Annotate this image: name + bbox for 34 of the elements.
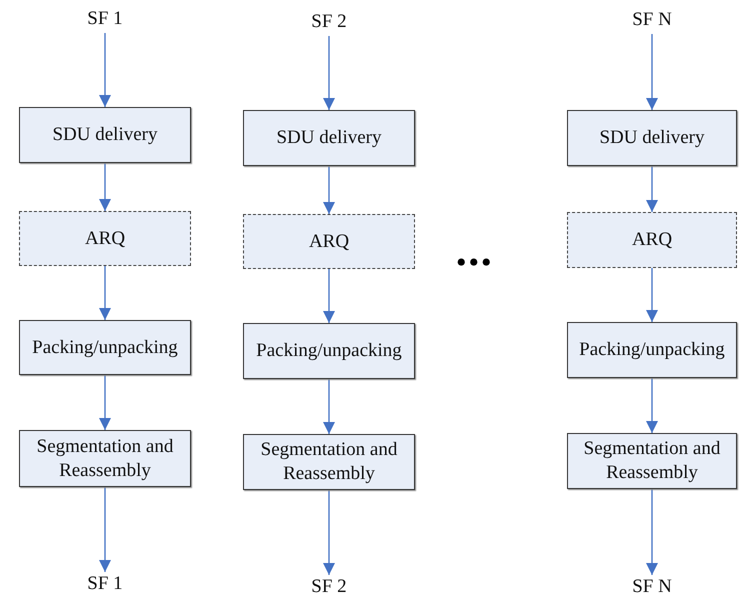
arrow	[99, 266, 111, 320]
arrow	[646, 34, 658, 110]
flow-label: SF 1	[65, 572, 145, 595]
arrow	[646, 268, 658, 322]
arrow	[323, 379, 335, 434]
process-box: Segmentation and Reassembly	[567, 433, 737, 489]
flow-label: SF 2	[289, 575, 369, 595]
arrow	[323, 166, 335, 214]
ellipsis: •••	[456, 248, 494, 278]
flow-label: SF 1	[65, 5, 145, 33]
arrow	[646, 166, 658, 212]
arrow	[323, 269, 335, 323]
arrow	[646, 378, 658, 433]
arrow	[99, 375, 111, 430]
arrow	[323, 36, 335, 110]
arrow	[646, 489, 658, 575]
process-box: ARQ	[19, 211, 191, 266]
process-box: SDU delivery	[567, 110, 737, 166]
process-box: Packing/unpacking	[567, 322, 737, 378]
process-box: ARQ	[243, 214, 415, 269]
flow-label: SF N	[612, 6, 692, 34]
process-box: SDU delivery	[243, 110, 415, 166]
arrow	[323, 490, 335, 575]
flow-label: SF 2	[289, 8, 369, 36]
process-box: Packing/unpacking	[243, 323, 415, 379]
arrow	[99, 487, 111, 572]
process-box: Segmentation and Reassembly	[19, 430, 191, 487]
arrow	[99, 33, 111, 107]
process-box: Packing/unpacking	[19, 320, 191, 375]
process-box: SDU delivery	[19, 107, 191, 163]
flow-label: SF N	[612, 575, 692, 595]
process-box: Segmentation and Reassembly	[243, 434, 415, 490]
arrow	[99, 163, 111, 211]
process-box: ARQ	[567, 212, 737, 268]
